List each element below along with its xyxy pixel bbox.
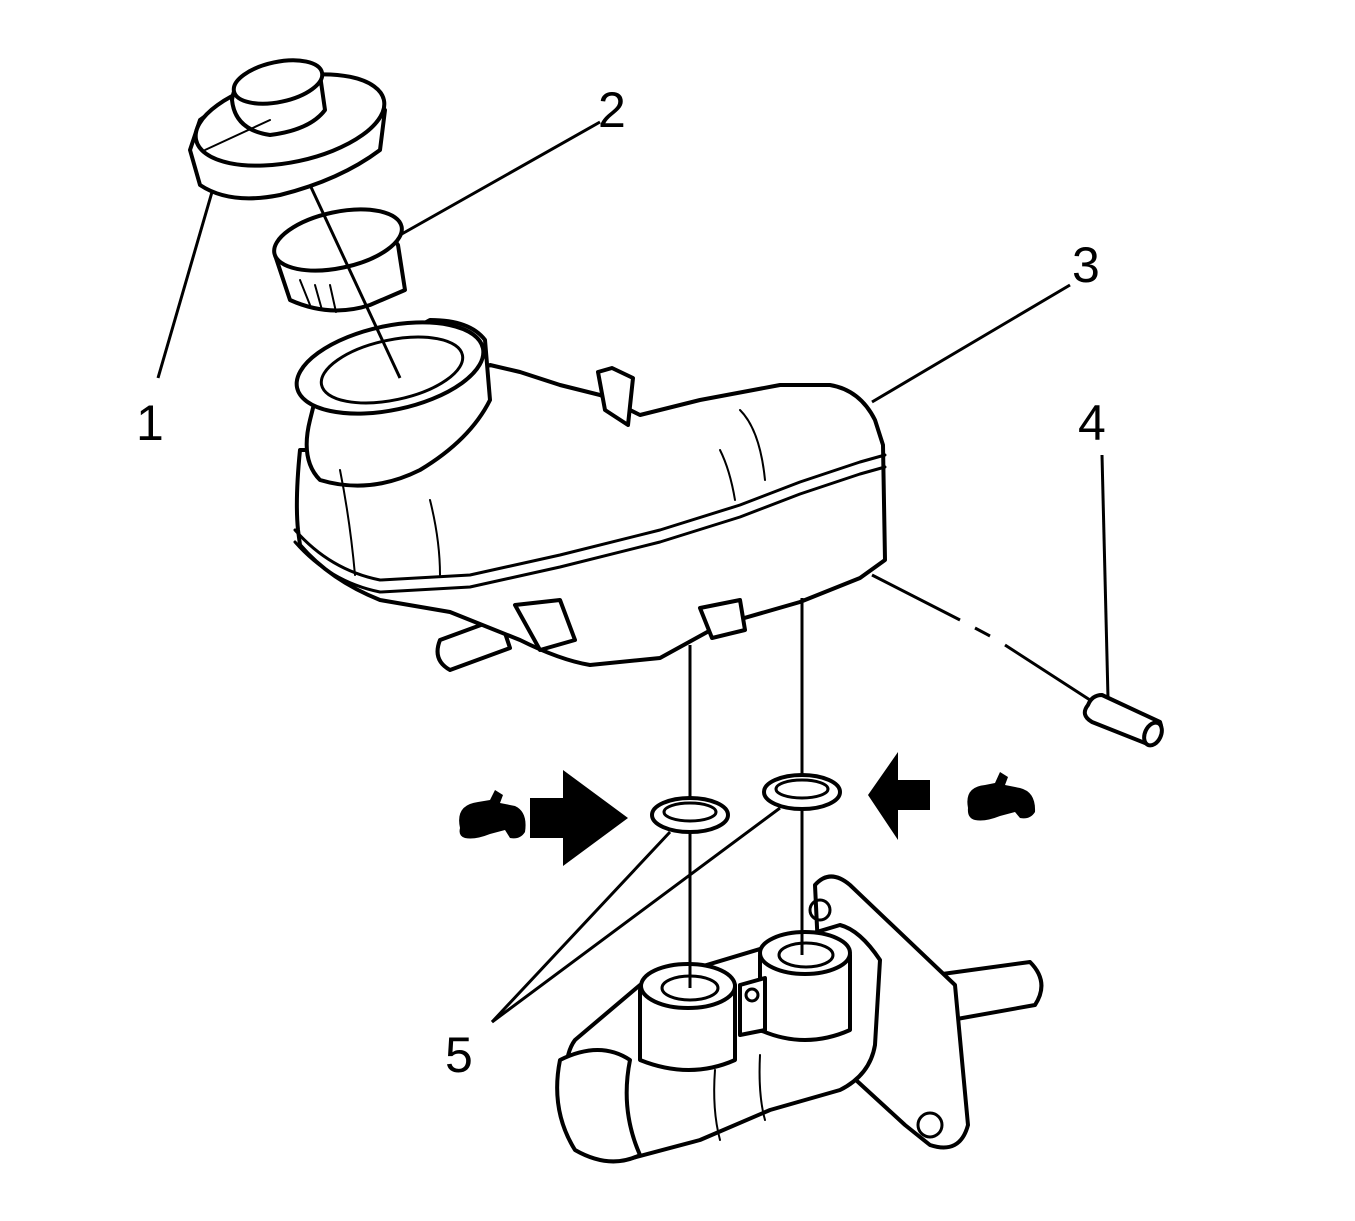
lubricate-symbol-left <box>459 770 628 866</box>
reservoir-strainer <box>272 207 407 313</box>
lubricate-symbol-right <box>868 752 1036 840</box>
callout-5: 5 <box>445 1027 473 1083</box>
retaining-pin <box>1082 693 1164 748</box>
lubricate-icon <box>967 772 1036 821</box>
brake-fluid-reservoir <box>293 318 887 672</box>
arrow-left-icon <box>868 752 930 840</box>
lubricate-icon <box>459 790 526 839</box>
callout-2: 2 <box>598 82 626 138</box>
callout-1: 1 <box>136 395 164 451</box>
reservoir-seals <box>650 773 842 834</box>
callout-3: 3 <box>1072 237 1100 293</box>
callout-4: 4 <box>1078 395 1106 451</box>
reservoir-cap <box>188 58 387 201</box>
master-cylinder <box>555 874 1044 1164</box>
assembly-lines <box>308 184 1091 988</box>
callout-leaders <box>156 120 1110 1024</box>
callout-labels: 1 2 3 4 5 <box>136 82 1106 1083</box>
arrow-right-icon <box>530 770 628 866</box>
